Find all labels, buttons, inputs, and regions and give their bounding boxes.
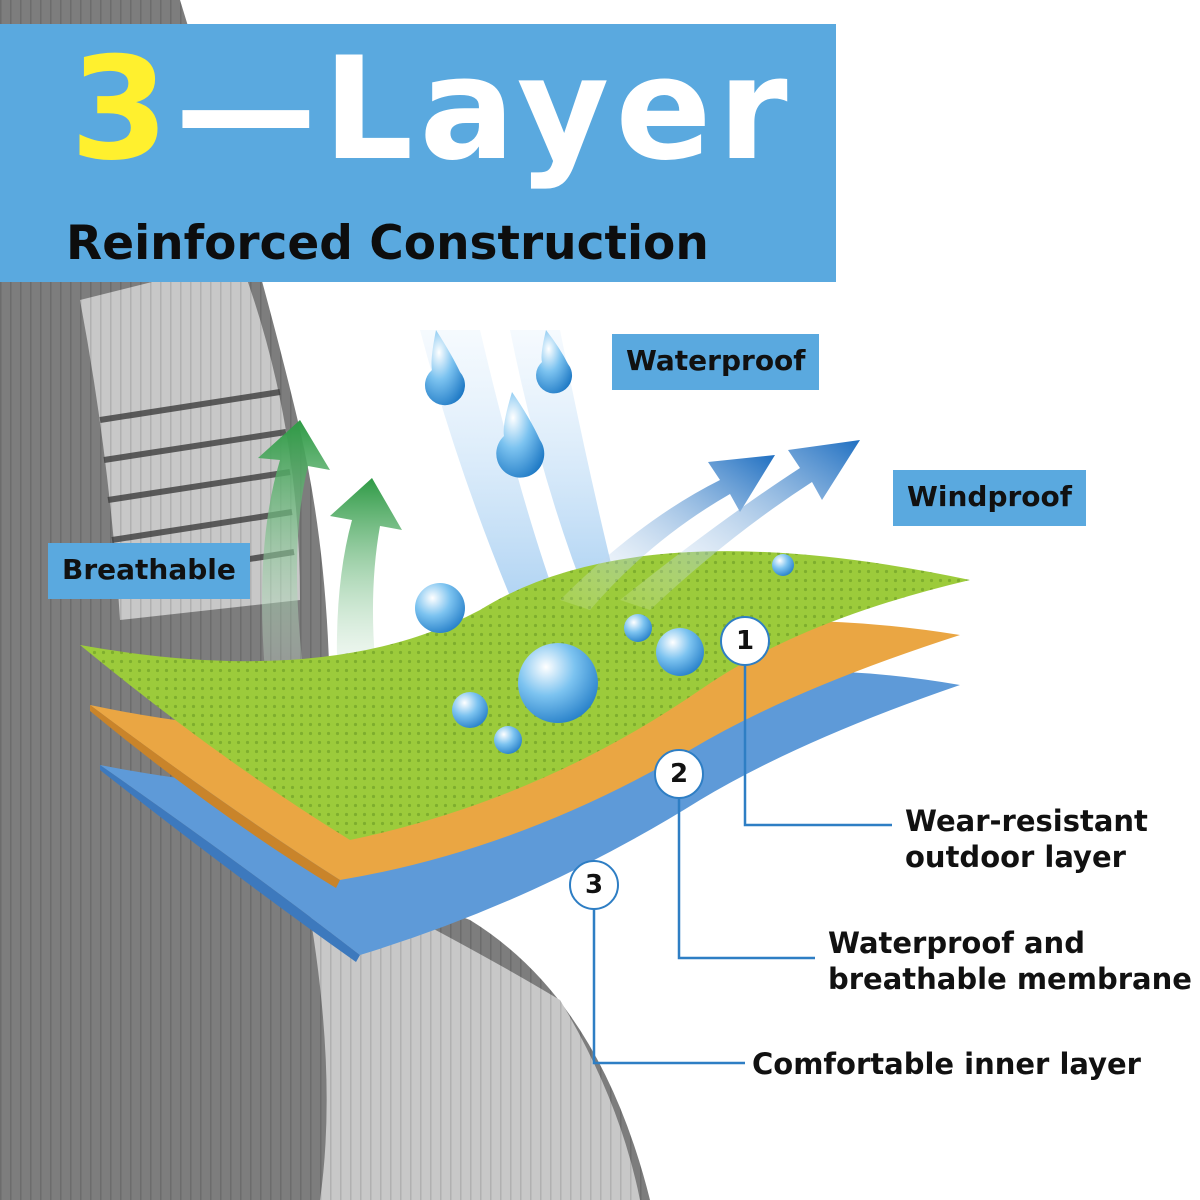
layer-3-label: Comfortable inner layer [752,1046,1141,1082]
drop [452,692,488,728]
drop [624,614,652,642]
drop [415,583,465,633]
title-rest: —Layer [174,27,794,192]
layer-2-label-line2: breathable membrane [828,962,1192,996]
breath-arrow-left [258,420,330,720]
waterproof-tag: Waterproof [612,334,820,390]
drop [772,554,794,576]
drop [518,643,598,723]
breathable-tag: Breathable [48,543,250,599]
water-stream-2 [510,330,620,606]
title-banner [0,24,836,282]
falling-drop [536,330,573,394]
falling-drop [496,392,545,478]
wind-arrow-1 [560,455,775,610]
falling-drop [424,330,465,406]
wind-arrow-2 [620,440,860,610]
leader-line-2 [677,795,815,960]
sock-light-band [80,260,300,620]
layer-1-label-line2: outdoor layer [905,840,1126,874]
drop [656,628,704,676]
layer-1-label: Wear-resistant outdoor layer [905,803,1148,875]
title-number: 3 [70,27,175,192]
layer-2-label: Waterproof and breathable membrane [828,925,1192,997]
leader-line-3 [592,908,745,1065]
layer-1-badge: 1 [720,616,770,666]
layer-2-badge: 2 [654,749,704,799]
subtitle: Reinforced Construction [66,216,709,271]
layer-3-label-line1: Comfortable inner layer [752,1047,1141,1081]
main-title: 3—Layer [70,30,794,190]
layer-1-label-line1: Wear-resistant [905,804,1148,838]
windproof-tag: Windproof [893,470,1086,526]
layer-2-label-line1: Waterproof and [828,926,1085,960]
leader-line-1 [743,665,892,827]
drop [494,726,522,754]
layer-3-badge: 3 [569,860,619,910]
